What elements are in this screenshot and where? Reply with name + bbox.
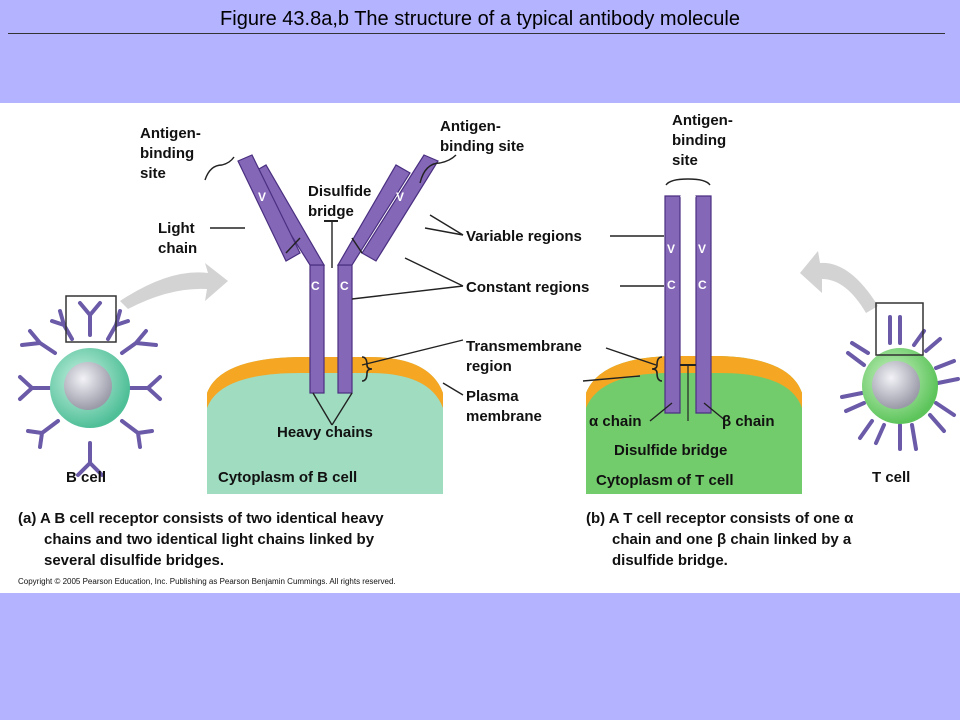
antibody-diagram: V V C C C V V C V V C C (18, 112, 960, 586)
caption-a: (a) A B cell receptor consists of two id… (18, 510, 384, 569)
v-label: V (418, 210, 426, 224)
bracket-marks (361, 356, 663, 382)
c-label: C (667, 278, 676, 292)
svg-text:chain: chain (158, 240, 197, 257)
svg-text:Transmembrane: Transmembrane (466, 338, 582, 355)
label-b-cell: B cell (66, 469, 106, 486)
label-heavy-chains: Heavy chains (277, 424, 373, 441)
svg-text:disulfide bridge.: disulfide bridge. (612, 552, 728, 569)
b-cell (18, 295, 162, 477)
v-label: V (667, 242, 675, 256)
t-cell-receptor (664, 195, 712, 421)
v-label: V (258, 190, 266, 204)
b-cell-arrow (120, 263, 228, 309)
label-transmembrane-region: Transmembrane region (466, 338, 582, 375)
copyright-notice: Copyright © 2005 Pearson Education, Inc.… (18, 577, 396, 586)
c-label: C (311, 279, 320, 293)
leader-lines (204, 154, 727, 426)
svg-text:several disulfide bridges.: several disulfide bridges. (44, 552, 224, 569)
svg-text:Antigen-: Antigen- (440, 118, 501, 135)
svg-text:Disulfide: Disulfide (308, 183, 371, 200)
v-label: V (396, 190, 404, 204)
svg-text:Plasma: Plasma (466, 388, 519, 405)
t-cell-nucleus (872, 361, 920, 409)
figure-panel: V V C C C V V C V V C C (0, 103, 960, 593)
title-divider (8, 33, 945, 34)
label-antigen-binding-left: Antigen- binding site (140, 125, 201, 182)
t-cell-region-letters: V V C C (667, 242, 707, 292)
svg-text:Antigen-: Antigen- (672, 112, 733, 129)
label-cytoplasm-b: Cytoplasm of B cell (218, 469, 357, 486)
svg-text:site: site (672, 152, 698, 169)
label-cytoplasm-t: Cytoplasm of T cell (596, 472, 734, 489)
t-cell-arrow (800, 251, 878, 313)
c-label: C (698, 278, 707, 292)
label-antigen-binding-right: Antigen- binding site (672, 112, 733, 169)
c-label: C (390, 252, 399, 266)
svg-text:binding site: binding site (440, 138, 524, 155)
svg-text:site: site (140, 165, 166, 182)
t-cell-membrane-region (586, 356, 802, 494)
label-variable-regions: Variable regions (466, 228, 582, 245)
label-antigen-binding-mid: Antigen- binding site (440, 118, 524, 155)
svg-text:Antigen-: Antigen- (140, 125, 201, 142)
svg-text:membrane: membrane (466, 408, 542, 425)
label-light-chain: Light chain (158, 220, 197, 257)
label-constant-regions: Constant regions (466, 279, 589, 296)
svg-text:binding: binding (140, 145, 194, 162)
svg-text:binding: binding (672, 132, 726, 149)
slide-title: Figure 43.8a,b The structure of a typica… (220, 8, 740, 30)
t-cell (840, 302, 960, 451)
label-t-cell: T cell (872, 469, 910, 486)
b-cell-region-letters: V V C C C V V C (241, 190, 426, 293)
label-disulfide-bridge-top: Disulfide bridge (308, 183, 371, 220)
c-label: C (266, 252, 275, 266)
label-alpha-chain: α chain (589, 413, 642, 430)
b-cell-receptor (237, 154, 439, 394)
c-label: C (340, 279, 349, 293)
zoom-box (65, 295, 117, 343)
svg-text:bridge: bridge (308, 203, 354, 220)
svg-text:chains and two identical light: chains and two identical light chains li… (44, 531, 375, 548)
svg-text:Light: Light (158, 220, 195, 237)
svg-text:region: region (466, 358, 512, 375)
b-cell-membrane-region (207, 357, 443, 494)
label-disulfide-bridge-bottom: Disulfide bridge (614, 442, 727, 459)
svg-text:(a) A B cell receptor consists: (a) A B cell receptor consists of two id… (18, 510, 384, 527)
zoom-box (875, 302, 924, 356)
label-beta-chain: β chain (722, 413, 775, 430)
label-plasma-membrane: Plasma membrane (466, 388, 542, 425)
v-label: V (241, 210, 249, 224)
b-cell-nucleus (64, 362, 112, 410)
caption-b: (b) A T cell receptor consists of one α … (586, 510, 854, 569)
svg-text:chain and one β chain linked b: chain and one β chain linked by a (612, 531, 852, 548)
svg-text:(b) A T cell receptor consists: (b) A T cell receptor consists of one α (586, 510, 854, 527)
v-label: V (698, 242, 706, 256)
